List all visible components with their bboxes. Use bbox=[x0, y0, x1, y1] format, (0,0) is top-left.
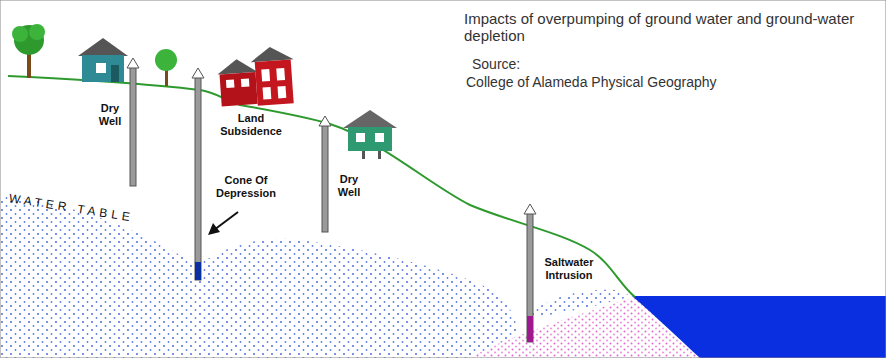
tree bbox=[155, 49, 177, 86]
callout-label: Dry Well bbox=[333, 173, 365, 198]
callout-label: Land Subsidence bbox=[214, 112, 288, 137]
well bbox=[192, 68, 204, 280]
callout-label: Cone Of Depression bbox=[206, 174, 286, 199]
pointer-arrow bbox=[208, 212, 238, 235]
house bbox=[343, 110, 397, 159]
tree bbox=[12, 24, 45, 78]
ocean bbox=[632, 296, 886, 358]
diagram-title: Impacts of overpumping of ground water a… bbox=[464, 10, 880, 45]
callout-label: Saltwater Intrusion bbox=[537, 256, 601, 281]
well bbox=[524, 204, 536, 342]
ground-surface bbox=[8, 76, 635, 297]
freshwater-lens bbox=[525, 290, 632, 318]
callout-label: Dry Well bbox=[94, 102, 126, 127]
tilted-buildings bbox=[216, 45, 297, 108]
source-note: Source: bbox=[472, 56, 520, 72]
well bbox=[127, 58, 139, 186]
groundwater bbox=[0, 196, 520, 358]
well bbox=[319, 116, 331, 232]
source-note: College of Alameda Physical Geography bbox=[466, 74, 717, 90]
house bbox=[78, 38, 128, 82]
